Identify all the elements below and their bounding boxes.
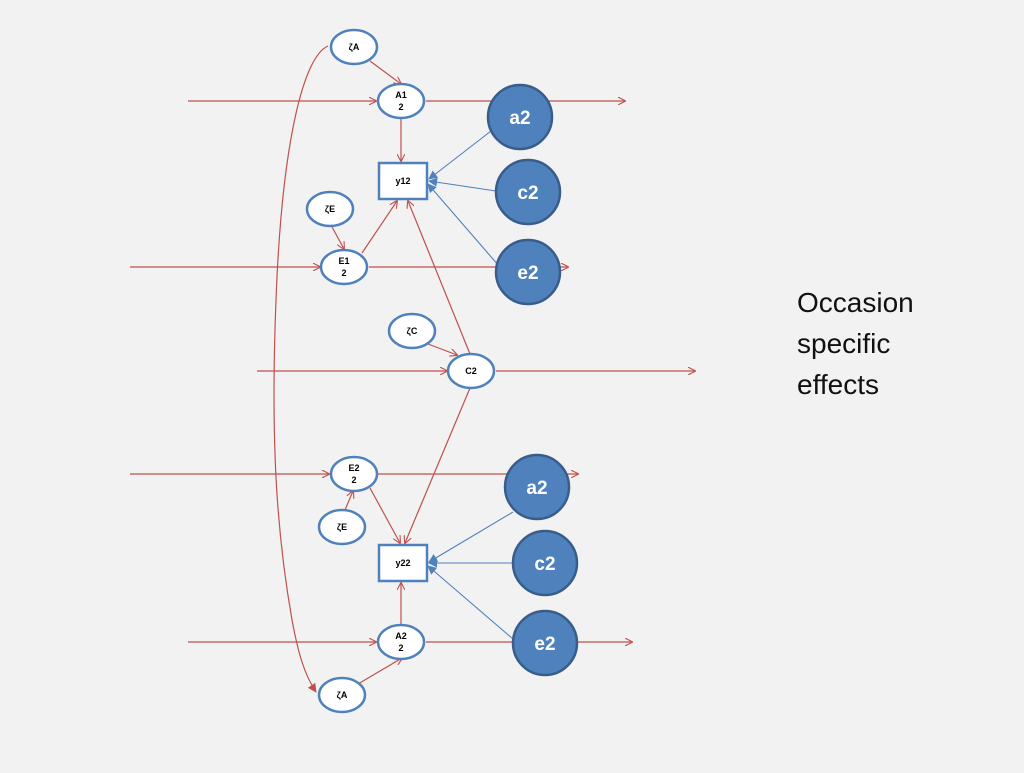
factor-c2-top bbox=[494, 158, 562, 226]
node-y12 bbox=[377, 161, 429, 201]
label-factor-a2-top: a2 bbox=[509, 108, 530, 129]
label-zeta-e-top: ζE bbox=[325, 204, 335, 214]
label-factor-e2-top: e2 bbox=[517, 263, 538, 284]
node-zeta-a-bottom bbox=[317, 676, 367, 714]
path-e1-y12 bbox=[361, 201, 397, 254]
label-a2-line2: 2 bbox=[398, 643, 403, 653]
label-e1-line1: E1 bbox=[338, 256, 349, 266]
path-c2top-y12 bbox=[428, 177, 497, 192]
path-zeta-a-covariance bbox=[273, 45, 329, 693]
factor-c2-bottom bbox=[511, 529, 579, 597]
label-y12: y12 bbox=[395, 176, 410, 186]
label-factor-e2-bottom: e2 bbox=[534, 634, 555, 655]
caption-line-2: specific bbox=[797, 328, 891, 359]
caption: Occasion specific effects bbox=[797, 282, 997, 405]
node-e2 bbox=[329, 455, 379, 493]
node-c2 bbox=[446, 352, 496, 390]
path-e2-y22 bbox=[369, 487, 400, 543]
path-e2bot-y22 bbox=[427, 565, 514, 640]
path-c2-y22 bbox=[405, 387, 471, 543]
caption-line-3: effects bbox=[797, 369, 879, 400]
path-c2-y12 bbox=[408, 201, 471, 355]
label-factor-c2-top: c2 bbox=[517, 183, 538, 204]
label-a1-line2: 2 bbox=[398, 102, 403, 112]
label-zeta-e-bottom: ζE bbox=[337, 522, 347, 532]
node-zeta-e-top bbox=[305, 190, 355, 228]
path-zeta-a-a2 bbox=[357, 658, 402, 685]
node-a1 bbox=[376, 82, 426, 120]
label-zeta-a-bottom: ζA bbox=[337, 690, 348, 700]
path-e2top-y12 bbox=[427, 183, 500, 267]
path-zeta-a-a1 bbox=[369, 60, 401, 84]
label-a1-line1: A1 bbox=[395, 90, 407, 100]
path-a2top-y12 bbox=[428, 130, 492, 180]
label-e2-line1: E2 bbox=[348, 463, 359, 473]
caption-line-1: Occasion bbox=[797, 287, 914, 318]
label-factor-c2-bottom: c2 bbox=[534, 554, 555, 575]
label-e2-line2: 2 bbox=[351, 475, 356, 485]
factor-a2-top bbox=[486, 83, 554, 151]
label-a2-line1: A2 bbox=[395, 631, 407, 641]
label-factor-a2-bottom: a2 bbox=[526, 478, 547, 499]
node-zeta-c bbox=[387, 312, 437, 350]
factor-a2-bottom bbox=[503, 453, 571, 521]
factor-e2-top bbox=[494, 238, 562, 306]
label-zeta-c: ζC bbox=[407, 326, 418, 336]
path-a2bot-y22 bbox=[428, 511, 514, 563]
label-e1-line2: 2 bbox=[341, 268, 346, 278]
node-y22 bbox=[377, 543, 429, 583]
node-zeta-e-bottom bbox=[317, 508, 367, 546]
label-y22: y22 bbox=[395, 558, 410, 568]
path-zeta-e-e2 bbox=[344, 491, 353, 511]
path-zeta-c-c2 bbox=[427, 343, 457, 355]
label-zeta-a-top: ζA bbox=[349, 42, 360, 52]
factor-e2-bottom bbox=[511, 609, 579, 677]
node-zeta-a-top bbox=[329, 28, 379, 66]
node-e1 bbox=[319, 248, 369, 286]
label-c2-mid: C2 bbox=[465, 366, 477, 376]
node-a2 bbox=[376, 623, 426, 661]
path-zeta-e-e1 bbox=[330, 224, 344, 249]
